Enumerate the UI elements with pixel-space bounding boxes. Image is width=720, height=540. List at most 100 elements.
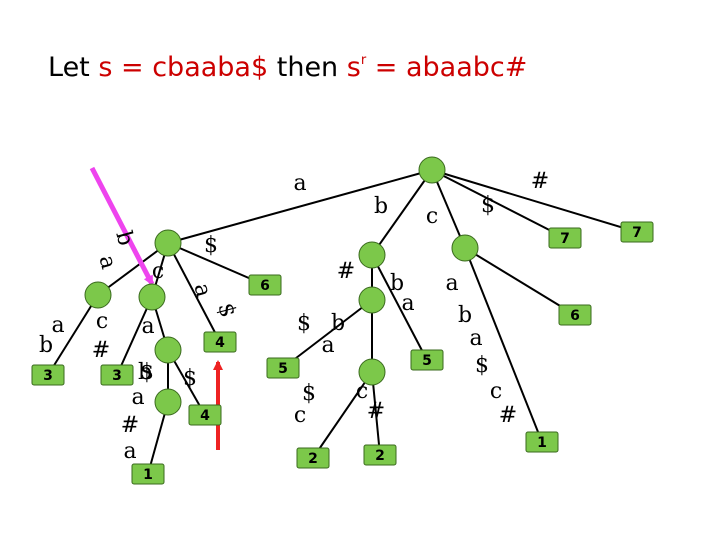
edge-label: $ (481, 193, 495, 218)
edge-label: # (367, 399, 385, 424)
title-sr-definition: = abaabc# (366, 52, 528, 83)
edge-label: a (51, 313, 64, 338)
tree-edge (371, 169, 433, 256)
slide-title: Let s = cbaaba$ then sr = abaabc# (48, 52, 527, 83)
leaf-node (188, 404, 222, 426)
leaf-node (410, 349, 444, 371)
edge-label: a (321, 333, 334, 358)
edge-label: a (123, 439, 136, 464)
tree-edge (97, 242, 169, 296)
title-s-definition: s = cbaaba$ (98, 52, 269, 83)
tree-edge (167, 242, 221, 343)
tree-edge (167, 169, 433, 244)
edge-label: c (356, 379, 368, 404)
edge-label: b (110, 228, 138, 248)
edge-label: c (152, 259, 164, 284)
edge-label: b (458, 303, 472, 328)
leaf-node (296, 447, 330, 469)
leaf-label: 3 (43, 368, 53, 384)
edge-label: a (141, 314, 154, 339)
tree-node (154, 229, 182, 257)
tree-edge (371, 371, 381, 456)
leaf-label: 1 (537, 435, 547, 451)
tree-edge (431, 169, 638, 233)
tree-node (154, 336, 182, 364)
edge-label: b (331, 311, 345, 336)
tree-edge (47, 294, 99, 376)
tree-node (84, 281, 112, 309)
edge-label: $ (204, 233, 218, 258)
leaf-node (203, 331, 237, 353)
leaf-label: 2 (308, 451, 318, 467)
leaf-node (31, 364, 65, 386)
edge-label: # (499, 403, 517, 428)
leaf-node (558, 304, 592, 326)
edge-label: a (401, 291, 414, 316)
leaf-node (620, 221, 654, 243)
tree-edge (464, 247, 543, 443)
leaf-label: 7 (560, 231, 570, 247)
leaf-label: 4 (215, 335, 225, 351)
edge-label: $ (475, 353, 489, 378)
leaf-node (525, 431, 559, 453)
leaf-label: 6 (260, 278, 270, 294)
title-sr-symbol: s (346, 52, 361, 83)
tree-node (358, 358, 386, 386)
leaf-label: 5 (278, 361, 288, 377)
edge-label: a (189, 281, 217, 300)
leaf-node (100, 364, 134, 386)
edge-label: a (293, 171, 306, 196)
edge-label: a (94, 253, 122, 272)
edge-label: b (138, 360, 152, 385)
tree-node (451, 234, 479, 262)
edge-label: b (39, 333, 53, 358)
edge-label: $ (297, 311, 311, 336)
tree-node (418, 156, 446, 184)
edge-label: c (426, 204, 438, 229)
leaf-node (248, 274, 282, 296)
tree-edge (431, 169, 566, 239)
edge-label: b (374, 194, 388, 219)
edge-label: # (121, 413, 139, 438)
edge-label: $ (212, 300, 240, 320)
title-middle: then (268, 52, 347, 83)
edge-label: # (531, 169, 549, 194)
tree-edge (116, 296, 153, 376)
leaf-label: 6 (570, 308, 580, 324)
edge-label: # (92, 338, 110, 363)
tree-node (358, 286, 386, 314)
edge-label: $ (302, 381, 316, 406)
title-sr-superscript: r (360, 53, 367, 68)
edge-label: $ (140, 360, 154, 385)
tree-edge (464, 247, 576, 316)
leaf-node (548, 227, 582, 249)
tree-edge (312, 371, 373, 459)
leaf-label: 1 (143, 467, 153, 483)
edge-label: a (469, 326, 482, 351)
leaf-label: 3 (112, 368, 122, 384)
leaf-label: 7 (632, 225, 642, 241)
magenta-arrow (89, 166, 155, 286)
edge-label: a (445, 271, 458, 296)
leaf-label: 4 (200, 408, 210, 424)
leaf-node (131, 463, 165, 485)
leaf-label: 2 (375, 448, 385, 464)
edge-label: c (490, 379, 502, 404)
title-prefix: Let (48, 52, 99, 83)
edge-label: c (96, 309, 108, 334)
tree-edge (371, 254, 428, 361)
edge-label: a (131, 385, 144, 410)
tree-node (154, 388, 182, 416)
tree-node (358, 241, 386, 269)
tree-edge (431, 169, 466, 249)
leaf-node (266, 357, 300, 379)
leaf-label: 5 (422, 353, 432, 369)
tree-edge (282, 299, 373, 369)
edge-label: # (337, 259, 355, 284)
tree-node (138, 283, 166, 311)
edge-label: $ (183, 366, 197, 391)
leaf-node (363, 444, 397, 466)
edge-label: c (294, 403, 306, 428)
edge-label: b (390, 271, 404, 296)
